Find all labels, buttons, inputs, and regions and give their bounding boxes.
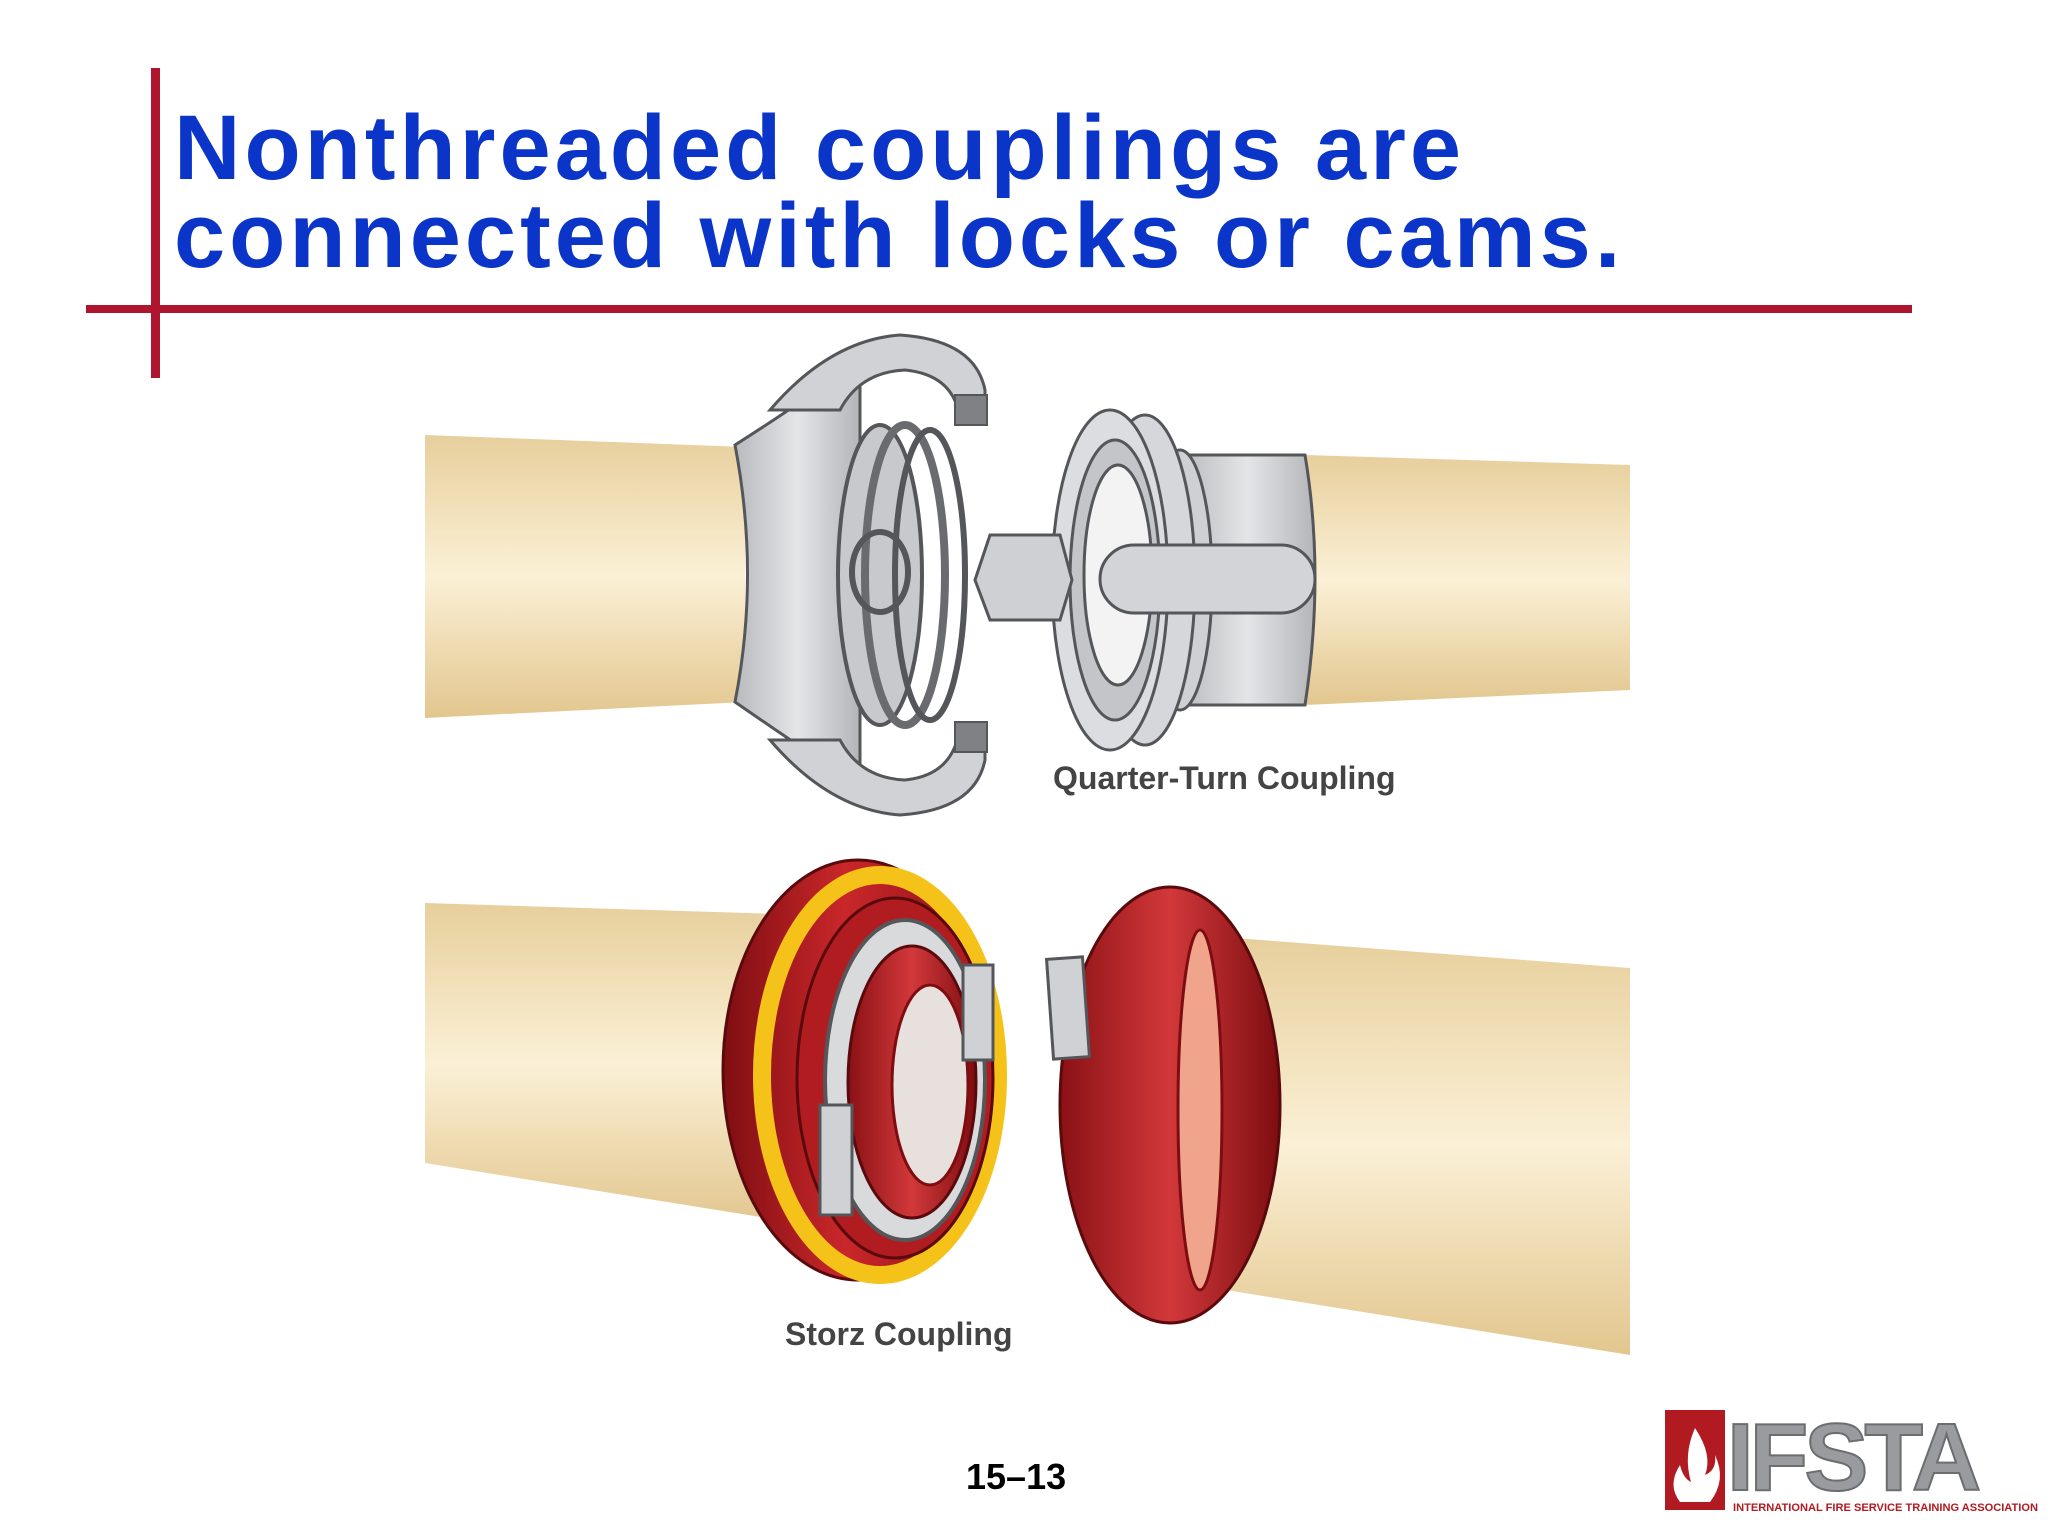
ifsta-logo: IFSTA INTERNATIONAL FIRE SERVICE TRAININ… — [1665, 1410, 2038, 1514]
flame-icon — [1673, 1428, 1720, 1502]
logo-wordmark: IFSTA — [1727, 1410, 1979, 1511]
accent-vertical-line — [151, 68, 160, 378]
page-number: 15–13 — [966, 1456, 1067, 1497]
coupling-illustration — [425, 333, 1630, 1355]
accent-horizontal-line — [86, 305, 1912, 313]
slide-title: Nonthreaded couplings are connected with… — [174, 97, 1625, 287]
title-line-2: connected with locks or cams. — [174, 185, 1625, 287]
title-line-1: Nonthreaded couplings are — [174, 97, 1466, 199]
quarter-turn-label: Quarter-Turn Coupling — [1053, 760, 1396, 796]
storz-label: Storz Coupling — [785, 1316, 1013, 1352]
quarter-turn-coupling — [425, 333, 1630, 817]
logo-tagline: INTERNATIONAL FIRE SERVICE TRAINING ASSO… — [1733, 1502, 2038, 1514]
storz-coupling — [425, 858, 1630, 1355]
